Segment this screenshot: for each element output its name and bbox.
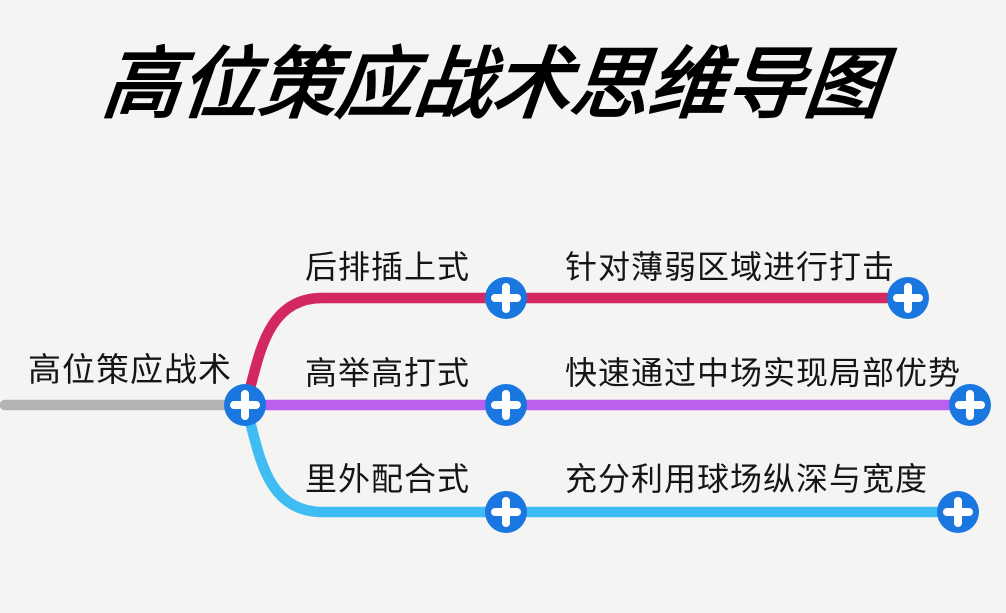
leaf-node-label-2[interactable]: 快速通过中场实现局部优势: [565, 355, 962, 391]
plus-icon: [491, 283, 521, 313]
plus-icon: [943, 497, 973, 527]
add-node-button-branch-2[interactable]: [485, 384, 527, 426]
branch-node-label-2[interactable]: 高举高打式: [305, 355, 471, 391]
branch-node-label-1[interactable]: 后排插上式: [305, 249, 471, 285]
add-node-button-leaf-2[interactable]: [949, 384, 991, 426]
plus-icon: [893, 283, 923, 313]
branch-node-label-3[interactable]: 里外配合式: [305, 461, 471, 497]
plus-icon: [491, 497, 521, 527]
leaf-node-label-1[interactable]: 针对薄弱区域进行打击: [565, 249, 896, 285]
root-node-label[interactable]: 高位策应战术: [28, 351, 232, 388]
add-node-button-root[interactable]: [224, 384, 266, 426]
leaf-node-label-3[interactable]: 充分利用球场纵深与宽度: [565, 461, 929, 497]
add-node-button-branch-1[interactable]: [485, 277, 527, 319]
add-node-button-branch-3[interactable]: [485, 491, 527, 533]
plus-icon: [230, 390, 260, 420]
plus-icon: [491, 390, 521, 420]
add-node-button-leaf-3[interactable]: [937, 491, 979, 533]
plus-icon: [955, 390, 985, 420]
add-node-button-leaf-1[interactable]: [887, 277, 929, 319]
